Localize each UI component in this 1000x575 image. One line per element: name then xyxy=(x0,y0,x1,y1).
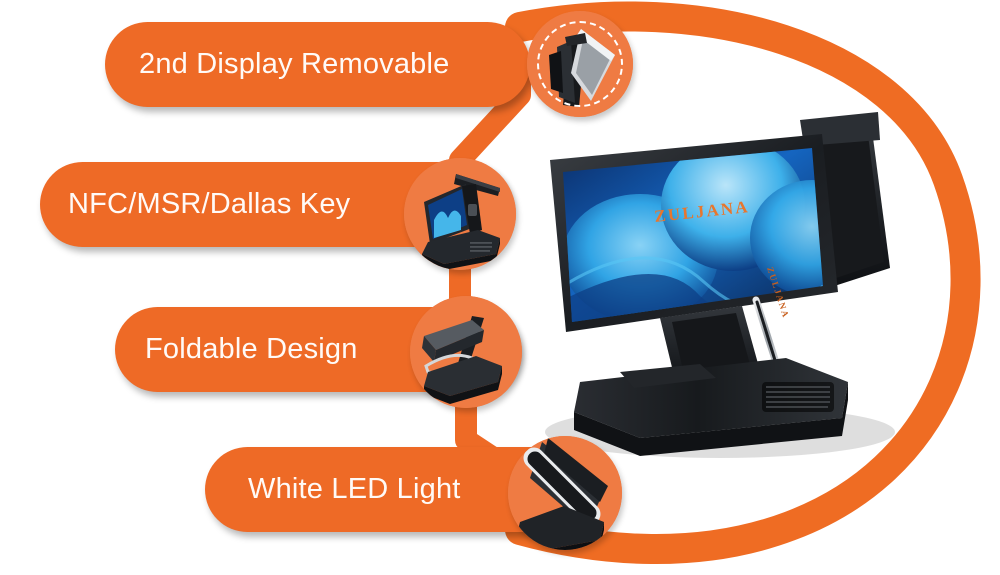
feature-icon-bubble-1[interactable] xyxy=(404,158,516,270)
feature-icon-bubble-0[interactable] xyxy=(527,11,633,117)
feature-icon-bubble-3[interactable] xyxy=(508,436,622,550)
nfc-msr-dallas-key-icon xyxy=(404,158,516,270)
feature-pill-0[interactable]: 2nd Display Removable xyxy=(105,22,530,107)
feature-icon-bubble-2[interactable] xyxy=(410,296,522,408)
white-led-light-icon xyxy=(508,436,622,550)
feature-label-2: Foldable Design xyxy=(145,333,358,365)
foldable-design-icon xyxy=(410,296,522,408)
feature-label-1: NFC/MSR/Dallas Key xyxy=(68,188,351,220)
feature-label-0: 2nd Display Removable xyxy=(139,48,450,80)
feature-label-3: White LED Light xyxy=(248,473,461,505)
removable-display-icon xyxy=(527,11,633,117)
